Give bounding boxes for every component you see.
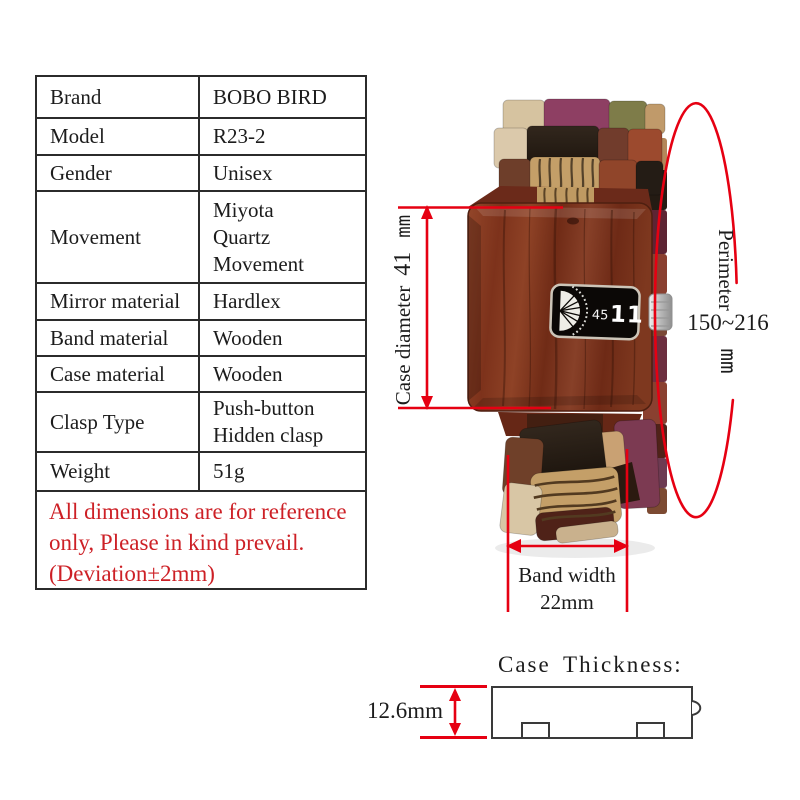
gauge-tick-arc [570,285,589,337]
spec-label: Mirror material [35,282,200,321]
watch-photo: 45 11 [467,98,673,558]
spec-value: Hardlex [198,282,367,321]
thickness-diagram [491,686,702,739]
case-thickness-title: Case Thickness: [498,652,683,677]
table-row: Model R23-2 [35,117,367,156]
spec-value: Wooden [198,319,367,357]
table-row: Clasp Type Push-button Hidden clasp [35,391,367,453]
gauge-rays [559,294,581,328]
perimeter-value: 150~216 [687,310,769,335]
spec-value: Wooden [198,355,367,393]
spec-label: Band material [35,319,200,357]
case-diameter-unit: mm [393,214,415,238]
spec-value: Miyota Quartz Movement [198,190,367,284]
spec-value: Unisex [198,154,367,192]
table-row: Brand BOBO BIRD [35,75,367,119]
table-row: Weight 51g [35,451,367,492]
wood-knot [567,217,579,225]
spec-label: Movement [35,190,200,284]
case-diameter-label: Case diameter 41 mm [390,210,418,410]
case-thickness-value: 12.6mm [367,698,444,723]
case-diameter-value: 41 [390,251,416,276]
table-row: Case material Wooden [35,355,367,393]
spec-table: Brand BOBO BIRD Model R23-2 Gender Unise… [35,75,367,492]
table-row: Mirror material Hardlex [35,282,367,321]
band-width-value: 22mm [540,590,594,614]
spec-value: Push-button Hidden clasp [198,391,367,453]
perimeter-unit: mm [716,348,740,374]
spec-label: Model [35,117,200,156]
case-diameter-text: Case diameter [391,285,415,406]
band-top-links [493,98,666,196]
zebra-stripes-bottom [533,475,618,522]
band-bottom-links [499,418,661,544]
band-width-text: Band width [518,563,616,587]
spec-value: R23-2 [198,117,367,156]
band-width-label: Band width 22mm [497,562,637,616]
spec-label: Brand [35,75,200,119]
display-hour: 11 [609,302,644,329]
crown [648,293,673,331]
dimension-note: All dimensions are for reference only, P… [35,490,367,590]
table-row: Band material Wooden [35,319,367,357]
watch-display: 45 11 [549,283,644,341]
display-gauge-value: 45 [592,308,609,324]
dim-perimeter-arc [653,101,738,519]
spec-value: BOBO BIRD [198,75,367,119]
table-row: Movement Miyota Quartz Movement [35,190,367,284]
spec-label: Clasp Type [35,391,200,453]
perimeter-label: Perimeter [714,229,738,311]
dim-band-width [506,449,629,612]
dim-case-thickness [420,685,487,739]
dim-case-diameter [398,205,563,410]
spec-label: Case material [35,355,200,393]
table-row: Gender Unisex [35,154,367,192]
spec-label: Weight [35,451,200,492]
spec-label: Gender [35,154,200,192]
gauge-fan [559,290,580,331]
